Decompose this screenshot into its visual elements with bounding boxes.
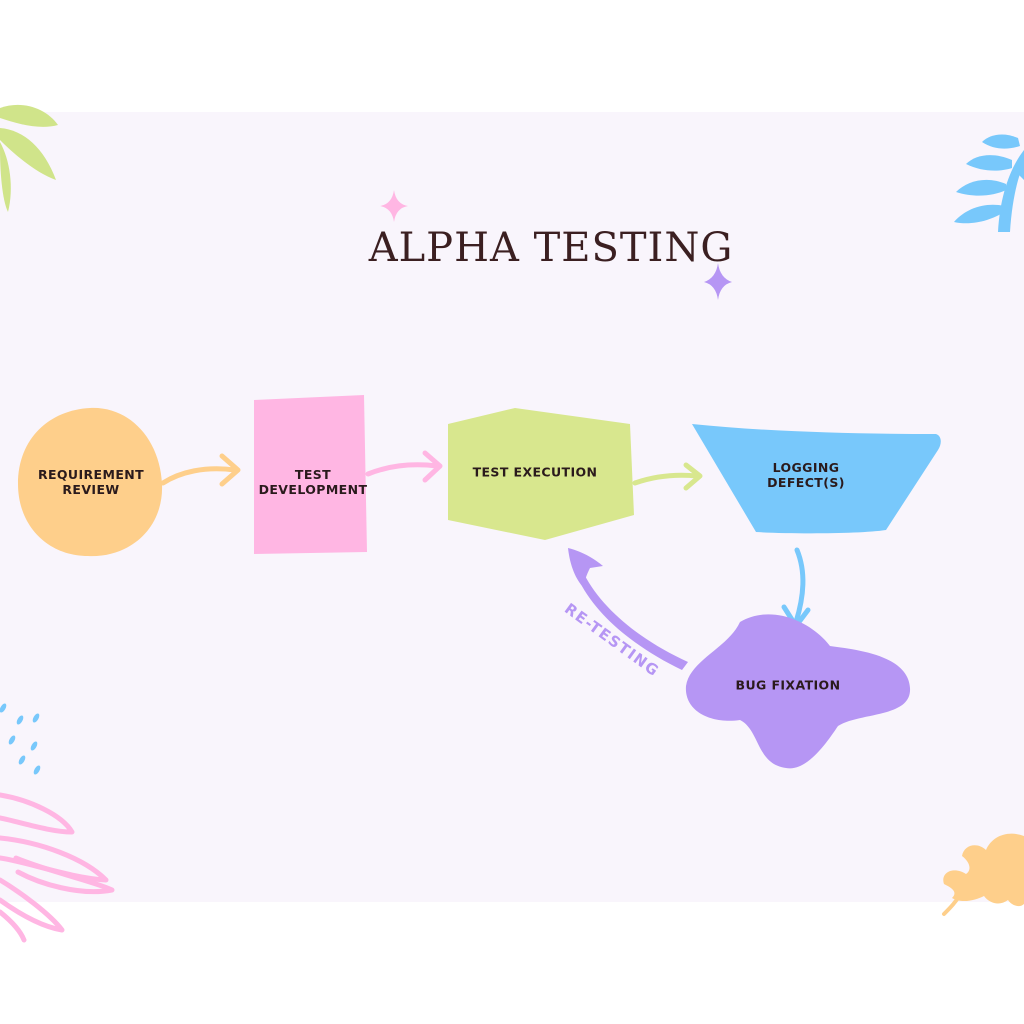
- node-requirement-review: REQUIREMENT REVIEW: [38, 467, 144, 497]
- node-logging-defects: LOGGING DEFECT(S): [767, 460, 845, 490]
- node-logging-defects-shape: [692, 424, 941, 534]
- node-test-execution-shape: [448, 408, 634, 540]
- node-label-line: BUG FIXATION: [735, 677, 841, 693]
- node-label-line: REQUIREMENT: [37, 467, 145, 482]
- node-label-line: TEST EXECUTION: [472, 464, 598, 480]
- node-label-line: DEVELOPMENT: [258, 482, 368, 497]
- edge-development-to-execution: [365, 450, 443, 483]
- edge-bugfix-to-execution-retest: [568, 548, 688, 670]
- node-label-line: REVIEW: [62, 482, 120, 497]
- node-bug-fixation-shape: [685, 614, 911, 769]
- blue-plant-decoration: [954, 134, 1024, 232]
- node-label-line: DEFECT(S): [767, 475, 845, 490]
- node-test-development: TEST DEVELOPMENT: [259, 467, 368, 497]
- node-test-execution: TEST EXECUTION: [473, 465, 598, 480]
- node-label-line: LOGGING: [772, 460, 840, 475]
- node-requirement-review-shape: [18, 407, 163, 557]
- diagram-title: ALPHA TESTING: [368, 225, 734, 271]
- pink-sparkle-icon: [380, 190, 408, 222]
- node-test-development-shape: [254, 395, 367, 554]
- blue-dots-decoration: [0, 703, 41, 775]
- edge-execution-to-logging: [632, 462, 703, 491]
- edge-requirement-to-development: [160, 453, 241, 487]
- green-leaf-decoration: [0, 104, 58, 212]
- node-bug-fixation: BUG FIXATION: [736, 678, 841, 693]
- orange-leaf-decoration: [942, 833, 1024, 916]
- pink-scribble-decoration: [0, 792, 115, 943]
- purple-sparkle-icon: [704, 263, 732, 300]
- node-label-line: TEST: [294, 467, 332, 482]
